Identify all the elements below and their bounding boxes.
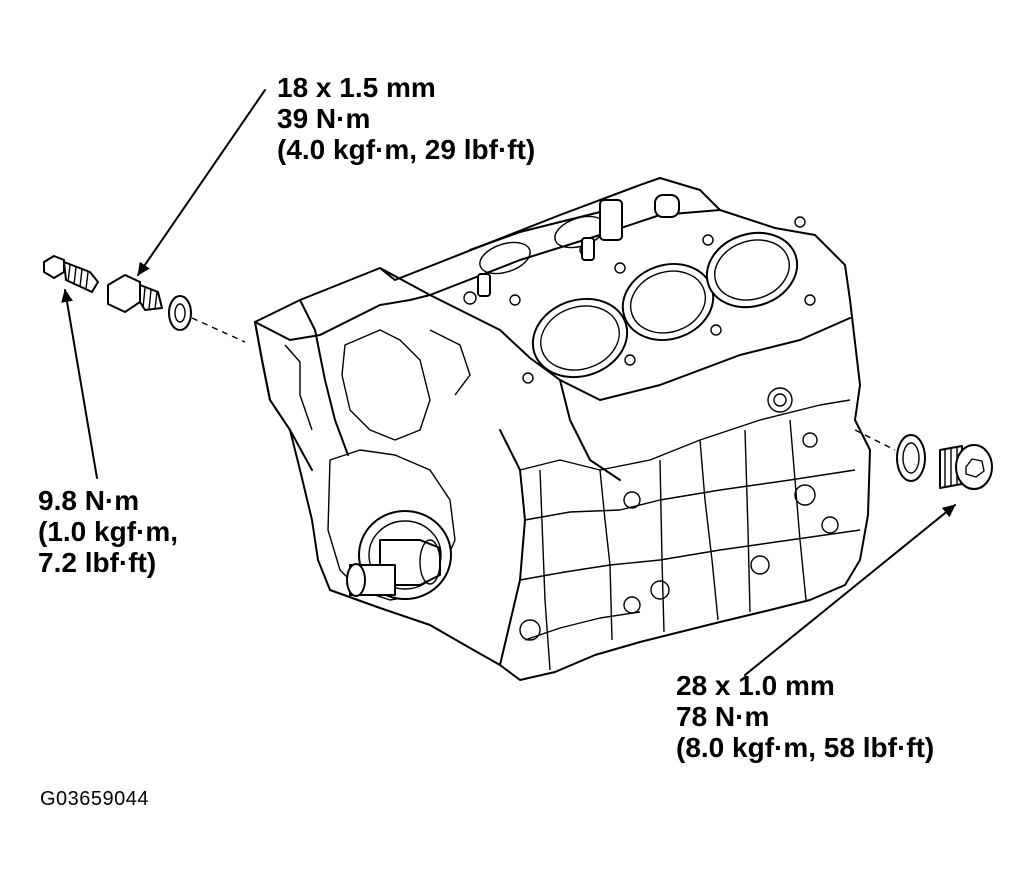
callout-right-thread: 28 x 1.0 mm xyxy=(676,670,835,701)
callout-left-torque-alt-1: (1.0 kgf·m, xyxy=(38,516,179,547)
callout-left-torque-alt-2: 7.2 lbf·ft) xyxy=(38,547,157,578)
callout-top: 18 x 1.5 mm 39 N·m (4.0 kgf·m, 29 lbf·ft… xyxy=(277,72,535,165)
callout-top-thread: 18 x 1.5 mm xyxy=(277,72,436,103)
figure-id: G03659044 xyxy=(40,788,150,810)
callout-top-torque: 39 N·m xyxy=(277,103,371,134)
engine-block xyxy=(254,177,871,681)
bleeder-bolt xyxy=(43,255,99,293)
plug-18x1-5 xyxy=(107,274,192,331)
callout-left-torque: 9.8 N·m xyxy=(38,485,140,516)
plug-28x1-0 xyxy=(896,434,993,490)
crankshaft-nose xyxy=(346,510,452,600)
leader-arrow-right xyxy=(744,504,956,676)
callout-right: 28 x 1.0 mm 78 N·m (8.0 kgf·m, 58 lbf·ft… xyxy=(676,670,934,763)
leader-arrow-top xyxy=(137,89,266,276)
callout-top-torque-alt: (4.0 kgf·m, 29 lbf·ft) xyxy=(277,134,536,165)
callout-right-torque: 78 N·m xyxy=(676,701,770,732)
callout-right-torque-alt: (8.0 kgf·m, 58 lbf·ft) xyxy=(676,732,935,763)
callout-left: 9.8 N·m (1.0 kgf·m, 7.2 lbf·ft) xyxy=(38,485,178,578)
leader-arrow-left xyxy=(61,289,98,479)
